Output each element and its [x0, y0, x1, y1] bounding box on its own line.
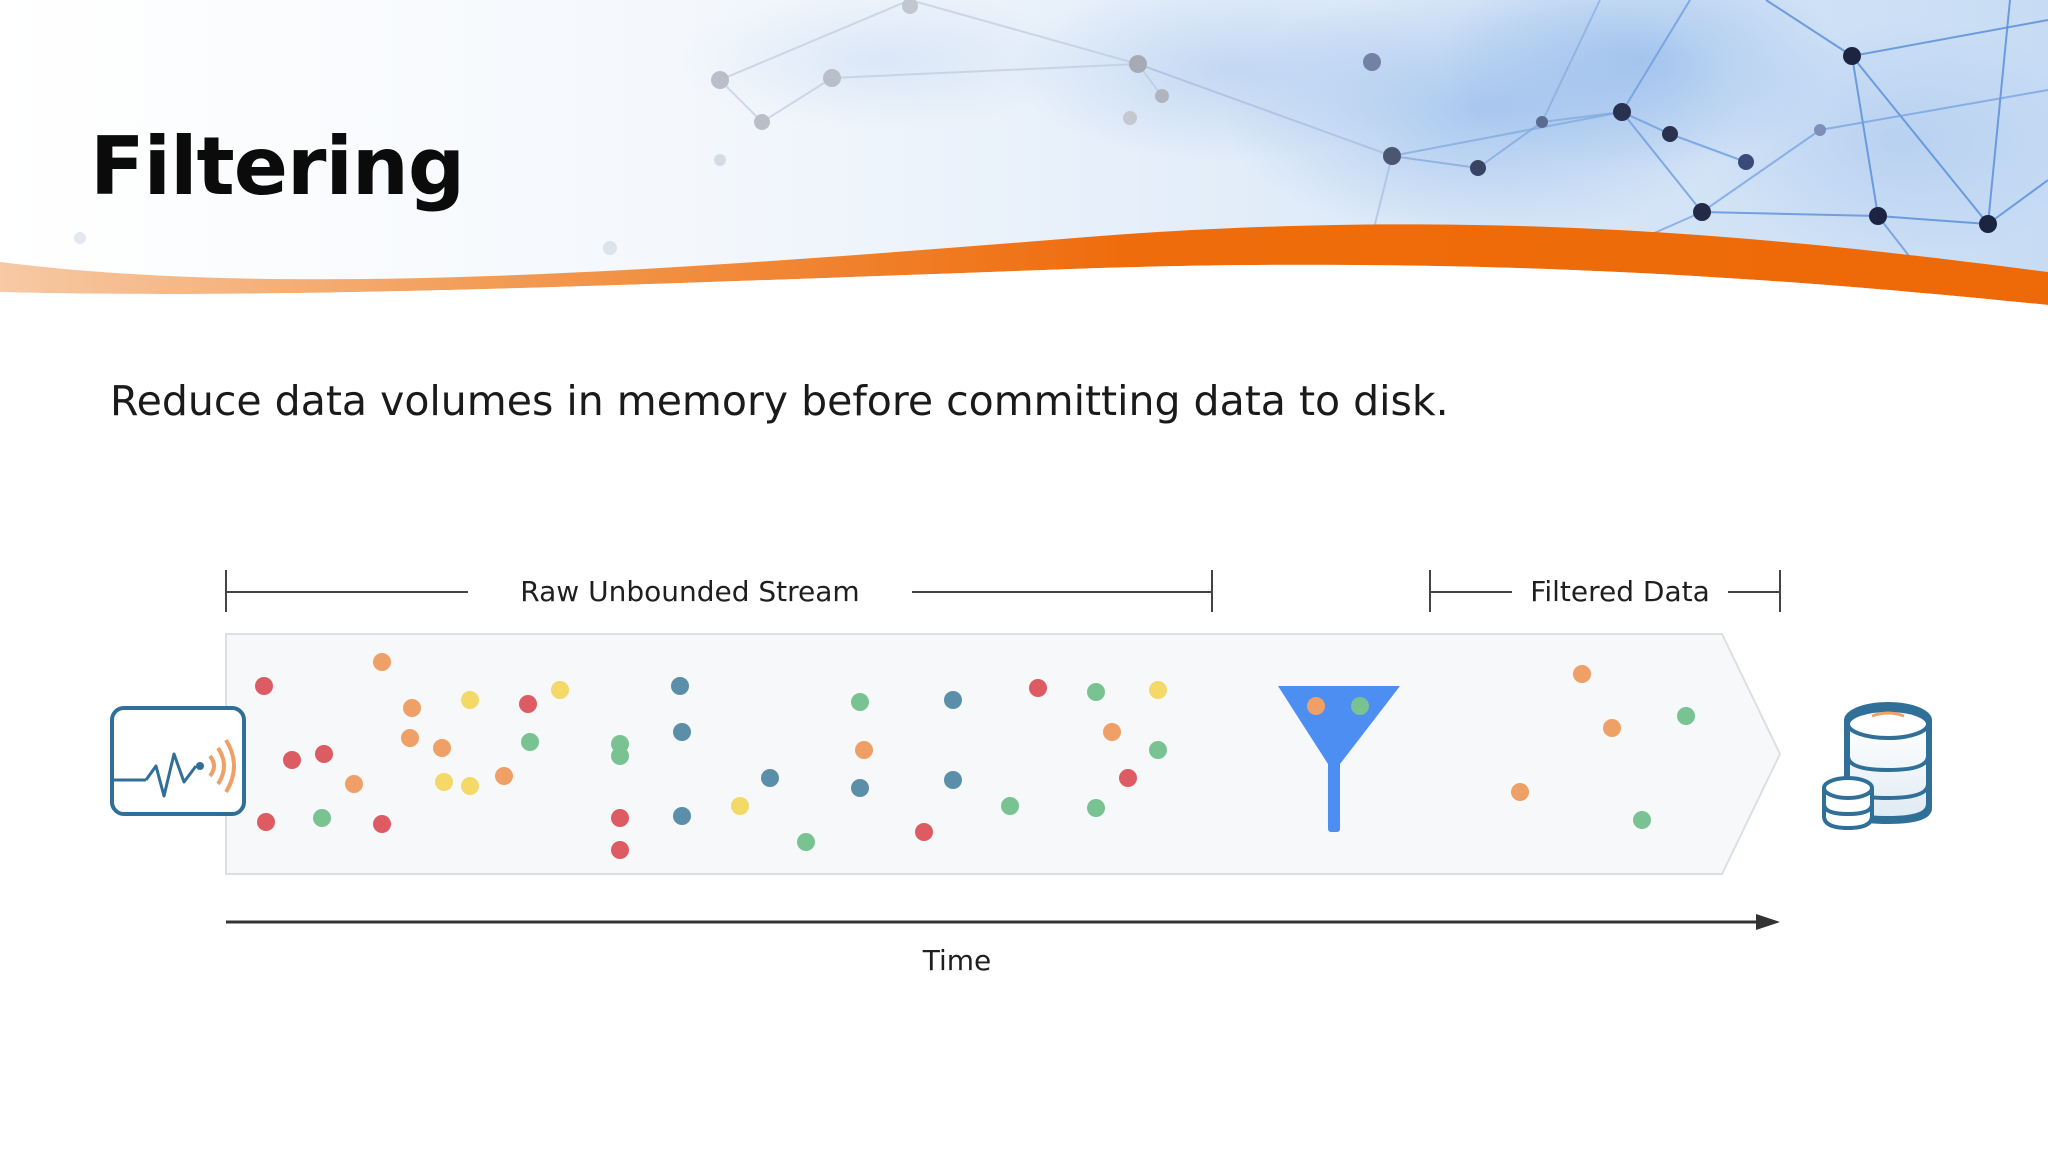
time-axis-label: Time — [922, 944, 992, 977]
network-lines — [719, 0, 2048, 271]
raw-stream-label: Raw Unbounded Stream — [520, 575, 859, 608]
raw-data-point — [433, 739, 451, 757]
raw-data-point — [851, 779, 869, 797]
raw-data-point — [1149, 741, 1167, 759]
raw-data-point — [797, 833, 815, 851]
raw-data-point — [551, 681, 569, 699]
raw-data-point — [671, 677, 689, 695]
raw-data-point — [915, 823, 933, 841]
filtering-diagram: Raw Unbounded Stream Filtered Data — [110, 570, 1932, 977]
raw-data-point — [403, 699, 421, 717]
raw-data-point — [519, 695, 537, 713]
raw-data-point — [761, 769, 779, 787]
raw-data-point — [851, 693, 869, 711]
raw-data-point — [611, 747, 629, 765]
raw-data-point — [257, 813, 275, 831]
raw-data-point — [1001, 797, 1019, 815]
data-source-icon — [110, 706, 246, 816]
raw-data-point — [521, 733, 539, 751]
funnel-data-points — [1307, 697, 1369, 715]
raw-data-point — [855, 741, 873, 759]
funnel-data-point — [1307, 697, 1325, 715]
stream-band — [225, 633, 1782, 875]
raw-data-point — [495, 767, 513, 785]
raw-data-point — [611, 809, 629, 827]
raw-data-point — [373, 653, 391, 671]
filtered-data-bracket — [1429, 570, 1781, 612]
filtered-data-point — [1573, 665, 1591, 683]
raw-data-point — [313, 809, 331, 827]
raw-data-point — [461, 777, 479, 795]
raw-data-point — [1119, 769, 1137, 787]
raw-data-point — [345, 775, 363, 793]
raw-data-point — [673, 723, 691, 741]
raw-data-point — [944, 771, 962, 789]
raw-data-point — [461, 691, 479, 709]
raw-data-point — [731, 797, 749, 815]
raw-data-point — [1029, 679, 1047, 697]
raw-data-point — [611, 841, 629, 859]
raw-data-point — [1103, 723, 1121, 741]
raw-stream-bracket — [225, 570, 1213, 612]
orange-swoosh — [0, 224, 2048, 305]
raw-data-point — [283, 751, 301, 769]
slide-subtitle: Reduce data volumes in memory before com… — [110, 377, 1449, 425]
filtered-data-label: Filtered Data — [1530, 575, 1709, 608]
raw-data-point — [944, 691, 962, 709]
raw-data-point — [401, 729, 419, 747]
raw-data-point — [673, 807, 691, 825]
network-nodes — [74, 0, 1997, 255]
time-axis-arrow — [226, 914, 1780, 930]
raw-data-point — [255, 677, 273, 695]
filtered-data-point — [1633, 811, 1651, 829]
raw-data-point — [1087, 683, 1105, 701]
raw-data-point — [1149, 681, 1167, 699]
raw-data-point — [435, 773, 453, 791]
filtered-data-point — [1677, 707, 1695, 725]
raw-data-points — [255, 653, 1167, 859]
database-destination-icon — [1822, 702, 1932, 831]
filtered-data-point — [1511, 783, 1529, 801]
filtered-data-point — [1603, 719, 1621, 737]
raw-data-point — [315, 745, 333, 763]
raw-data-point — [1087, 799, 1105, 817]
slide-title: Filtering — [90, 120, 465, 213]
funnel-data-point — [1351, 697, 1369, 715]
filtered-data-points — [1511, 665, 1695, 829]
raw-data-point — [373, 815, 391, 833]
header-network-banner — [0, 0, 2048, 310]
filter-funnel-icon — [1278, 686, 1400, 832]
